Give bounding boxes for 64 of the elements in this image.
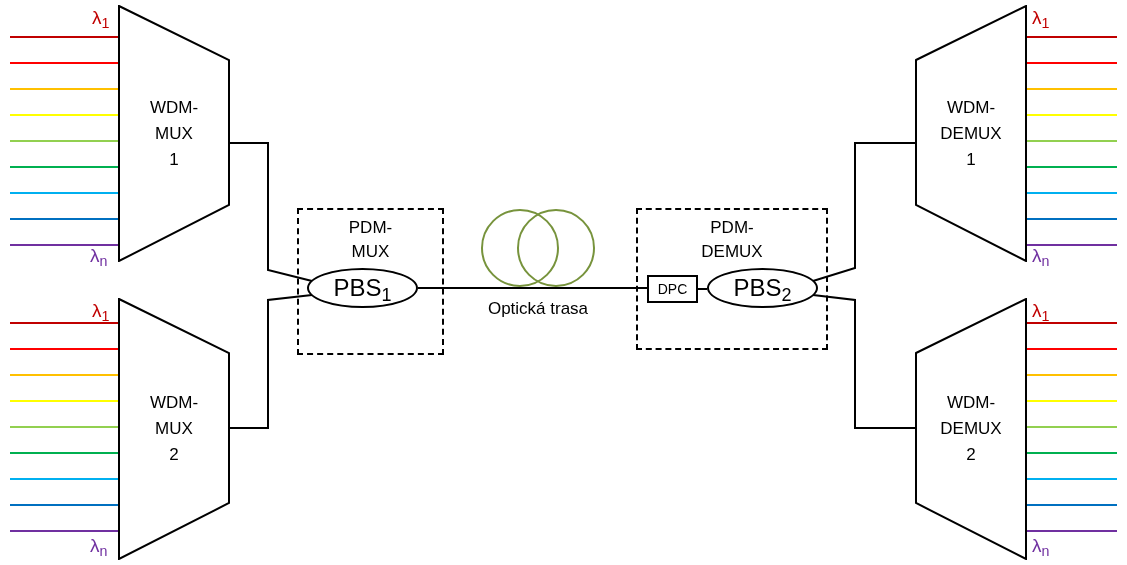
wavelength-channel-line xyxy=(9,192,119,194)
wavelength-channel-line xyxy=(9,114,119,116)
wavelength-channel-line xyxy=(1026,530,1118,532)
wavelength-channel-line xyxy=(1026,62,1118,64)
wavelength-channel-line xyxy=(9,88,119,90)
wavelength-channel-line xyxy=(1026,348,1118,350)
wavelength-channel-line xyxy=(1026,452,1118,454)
wavelength-channel-line xyxy=(9,530,119,532)
wavelength-channel-line xyxy=(1026,426,1118,428)
wavelength-channel-line xyxy=(9,374,119,376)
wavelength-channel-line xyxy=(9,400,119,402)
wavelength-channel-line xyxy=(1026,244,1118,246)
connector-line xyxy=(229,142,313,282)
group-label: PDM- MUX xyxy=(348,217,393,263)
wavelength-channel-line xyxy=(1026,166,1118,168)
wavelength-channel-line xyxy=(9,452,119,454)
wavelength-channel-line xyxy=(9,426,119,428)
wavelength-channel-line xyxy=(1026,374,1118,376)
controller-box xyxy=(647,275,698,303)
wavelength-label: λ$_{1}$ xyxy=(92,8,110,27)
block-label: WDM- DEMUX 1 xyxy=(940,96,1002,171)
dashed-group-box xyxy=(636,208,828,350)
wavelength-channel-line xyxy=(1026,140,1118,142)
wavelength-channel-line xyxy=(9,218,119,220)
wavelength-channel-line xyxy=(9,36,119,38)
wavelength-channel-line xyxy=(1026,36,1118,38)
controller-label: DPC xyxy=(657,282,688,296)
block-label: WDM- MUX 1 xyxy=(149,96,199,171)
wavelength-channel-line xyxy=(1026,504,1118,506)
caption-text: Optická trasa xyxy=(487,298,589,320)
wavelength-channel-line xyxy=(9,478,119,480)
dashed-group-box xyxy=(297,208,444,355)
block-label: WDM- MUX 2 xyxy=(149,392,199,466)
wavelength-label: λ$_{n}$ xyxy=(1032,246,1050,265)
wavelength-channel-line xyxy=(9,322,119,324)
wavelength-channel-line xyxy=(9,166,119,168)
wavelength-channel-line xyxy=(1026,88,1118,90)
connector-line xyxy=(229,294,313,429)
splitter-ellipse xyxy=(707,268,818,308)
wavelength-channel-line xyxy=(9,62,119,64)
splitter-label: PBS$_{1}$ xyxy=(333,276,392,300)
wavelength-channel-line xyxy=(9,140,119,142)
wavelength-label: λ$_{n}$ xyxy=(1032,536,1050,555)
wavelength-label: λ$_{1}$ xyxy=(1032,8,1050,27)
wavelength-channel-line xyxy=(1026,322,1118,324)
wavelength-channel-line xyxy=(9,504,119,506)
wavelength-label: λ$_{n}$ xyxy=(90,246,108,265)
wavelength-channel-line xyxy=(1026,114,1118,116)
wavelength-channel-line xyxy=(9,348,119,350)
connector-line xyxy=(812,294,916,429)
splitter-label: PBS$_{2}$ xyxy=(733,276,792,300)
connector-line xyxy=(417,287,648,289)
connector-line xyxy=(812,142,916,282)
wavelength-channel-line xyxy=(1026,218,1118,220)
block-label: WDM- DEMUX 2 xyxy=(940,392,1002,466)
wavelength-channel-line xyxy=(1026,400,1118,402)
wavelength-channel-line xyxy=(1026,192,1118,194)
wavelength-label: λ$_{1}$ xyxy=(1032,301,1050,320)
connector-line xyxy=(697,288,708,290)
wavelength-channel-line xyxy=(1026,478,1118,480)
wavelength-label: λ$_{1}$ xyxy=(92,301,110,320)
wavelength-label: λ$_{n}$ xyxy=(90,536,108,555)
group-label: PDM- DEMUX xyxy=(701,217,763,263)
wavelength-channel-line xyxy=(9,244,119,246)
